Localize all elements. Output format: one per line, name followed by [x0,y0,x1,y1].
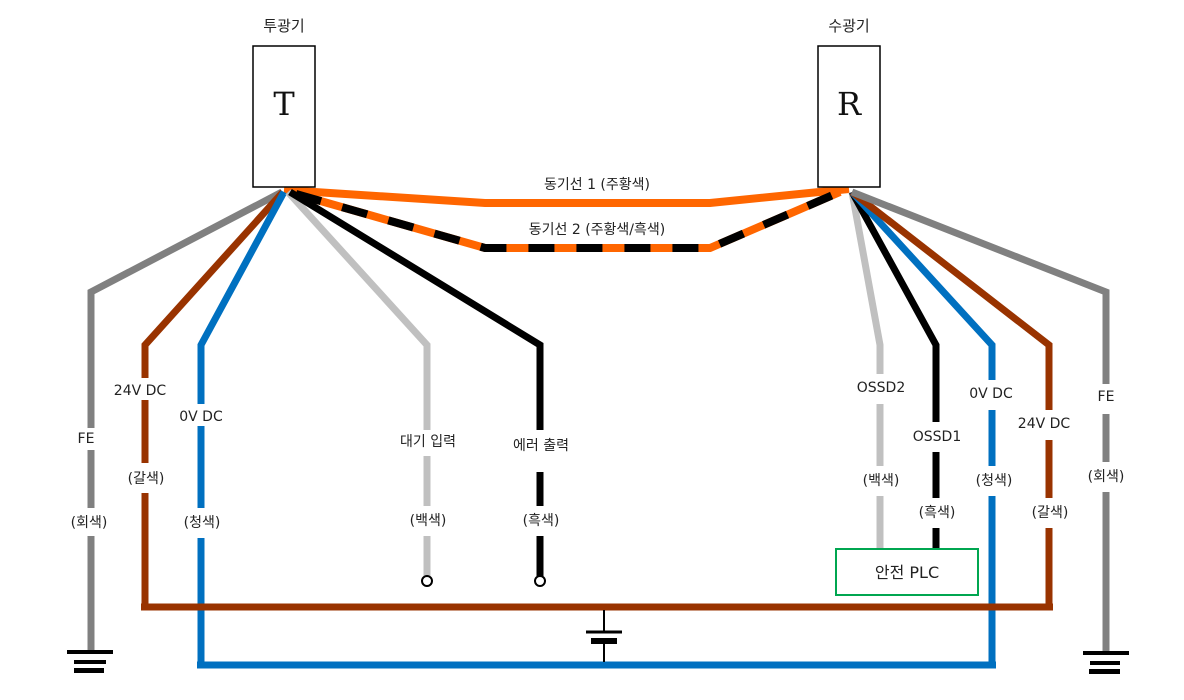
receiver-letter: R [837,85,862,123]
tx-24v-label: 24V DC [114,383,167,399]
sync-line-2-label: 동기선 2 (주황색/흑색) [529,221,666,238]
dc-battery-icon [586,610,622,662]
rx-fe-label: FE [1098,389,1115,405]
rx-0v-wire [849,189,996,665]
tx-error-color-label: (흑색) [523,512,560,529]
error-terminal [534,575,546,587]
transmitter-box: T [252,45,316,188]
rx-24v-label: 24V DC [1018,416,1071,432]
rx-24v-color-label: (갈색) [1032,505,1069,521]
standby-terminal [421,575,433,587]
safety-plc-label: 안전 PLC [875,563,939,582]
rx-0v-label: 0V DC [969,386,1013,402]
ground-icon-left [67,650,113,673]
rx-0v-color-label: (청색) [976,473,1013,489]
tx-standby-label: 대기 입력 [400,434,456,450]
rx-fe-color-label: (회색) [1088,469,1125,485]
rx-fe-wire [850,188,1110,652]
tx-fe-color-label: (회색) [71,515,108,531]
rx-ossd2-label: OSSD2 [857,380,905,396]
rx-ossd1-wire [848,190,940,548]
receiver-box: R [817,45,881,188]
tx-fe-label: FE [78,431,95,447]
rx-ossd1-label: OSSD1 [913,429,961,445]
sync-line-1-label: 동기선 1 (주황색) [544,177,650,193]
transmitter-letter: T [273,85,295,123]
rx-ossd1-color-label: (흑색) [919,504,956,521]
tx-0v-label: 0V DC [179,409,223,425]
sync-line-1-wire [283,185,850,207]
transmitter-heading: 투광기 [263,17,304,35]
tx-0v-wire [197,190,288,665]
tx-0v-color-label: (청색) [184,515,221,531]
ground-icon-right [1083,651,1129,674]
tx-standby-color-label: (백색) [410,513,447,529]
tx-error-wire [288,189,544,576]
tx-standby-wire [285,189,431,576]
tx-error-label: 에러 출력 [513,438,569,454]
rx-ossd2-color-label: (백색) [863,473,900,489]
tx-24v-wire [141,189,286,607]
receiver-heading: 수광기 [828,17,869,35]
tx-24v-color-label: (갈색) [128,471,165,487]
safety-plc: 안전 PLC [835,548,979,596]
sync-line-2-wire-dashes [294,188,842,252]
